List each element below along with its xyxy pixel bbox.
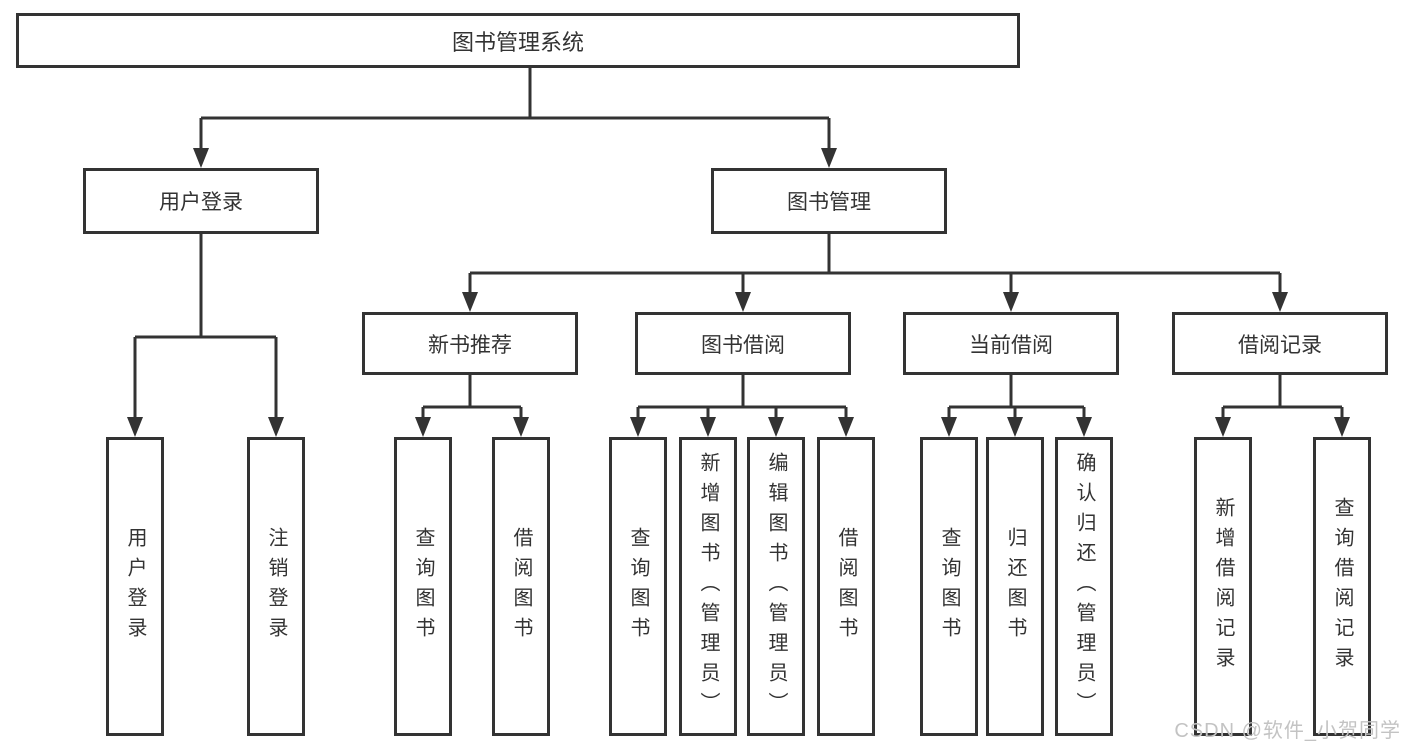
leaf-current-return-books: 归还图书 — [986, 437, 1044, 736]
node-label: 用户登录 — [124, 526, 146, 647]
node-user-login: 用户登录 — [83, 168, 319, 234]
leaf-user-login: 用户登录 — [106, 437, 164, 736]
node-label: 借阅图书 — [835, 526, 857, 647]
node-borrowing-records: 借阅记录 — [1172, 312, 1388, 375]
node-label: 图书借阅 — [701, 333, 785, 357]
leaf-borrow-add-books-admin: 新增图书（管理员） — [679, 437, 737, 736]
node-label: 查询图书 — [627, 526, 649, 647]
leaf-borrow-query-books: 查询图书 — [609, 437, 667, 736]
node-book-borrowing: 图书借阅 — [635, 312, 851, 375]
node-label: 图书管理系统 — [451, 29, 584, 55]
node-label: 借阅图书 — [510, 526, 532, 647]
node-label: 编辑图书（管理员） — [765, 451, 787, 722]
node-label: 查询借阅记录 — [1331, 496, 1353, 677]
node-book-management: 图书管理 — [711, 168, 947, 234]
node-label: 借阅记录 — [1238, 333, 1322, 357]
node-label: 确认归还（管理员） — [1073, 451, 1095, 722]
leaf-recommend-query-books: 查询图书 — [394, 437, 452, 736]
node-label: 新增借阅记录 — [1212, 496, 1234, 677]
leaf-records-query-borrow-record: 查询借阅记录 — [1313, 437, 1371, 736]
node-label: 新书推荐 — [428, 333, 512, 357]
node-label: 查询图书 — [938, 526, 960, 647]
node-label: 当前借阅 — [969, 333, 1053, 357]
node-library-management-system: 图书管理系统 — [16, 13, 1020, 68]
leaf-borrow-edit-books-admin: 编辑图书（管理员） — [747, 437, 805, 736]
leaf-recommend-borrow-books: 借阅图书 — [492, 437, 550, 736]
leaf-current-confirm-return-admin: 确认归还（管理员） — [1055, 437, 1113, 736]
node-label: 注销登录 — [265, 526, 287, 647]
leaf-logout: 注销登录 — [247, 437, 305, 736]
watermark-text: CSDN @软件_小贺同学 — [1174, 720, 1401, 742]
node-label: 图书管理 — [787, 191, 871, 214]
node-label: 查询图书 — [412, 526, 434, 647]
leaf-borrow-borrow-books: 借阅图书 — [817, 437, 875, 736]
node-label: 归还图书 — [1004, 526, 1026, 647]
leaf-current-query-books: 查询图书 — [920, 437, 978, 736]
node-label: 用户登录 — [159, 191, 243, 214]
arrowhead-icons — [127, 148, 1350, 437]
node-new-book-recommendation: 新书推荐 — [362, 312, 578, 375]
leaf-records-add-borrow-record: 新增借阅记录 — [1194, 437, 1252, 736]
node-current-borrowing: 当前借阅 — [903, 312, 1119, 375]
node-label: 新增图书（管理员） — [697, 451, 719, 722]
